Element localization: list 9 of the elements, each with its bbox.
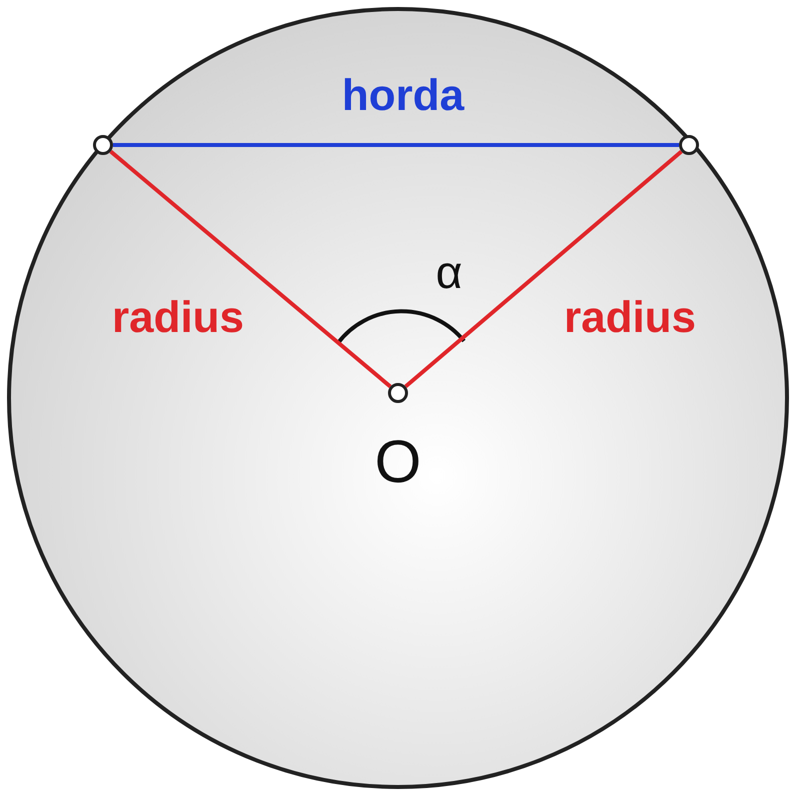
point-label: O: [374, 432, 422, 492]
radius-line: [109, 150, 392, 388]
edge-label: radius: [564, 296, 696, 340]
edge-label: horda: [342, 74, 464, 118]
angle-label: α: [436, 249, 462, 295]
chord-line: [113, 143, 679, 147]
radius-line: [404, 150, 683, 388]
edge-label: radius: [112, 296, 244, 340]
point-marker: [93, 135, 113, 155]
